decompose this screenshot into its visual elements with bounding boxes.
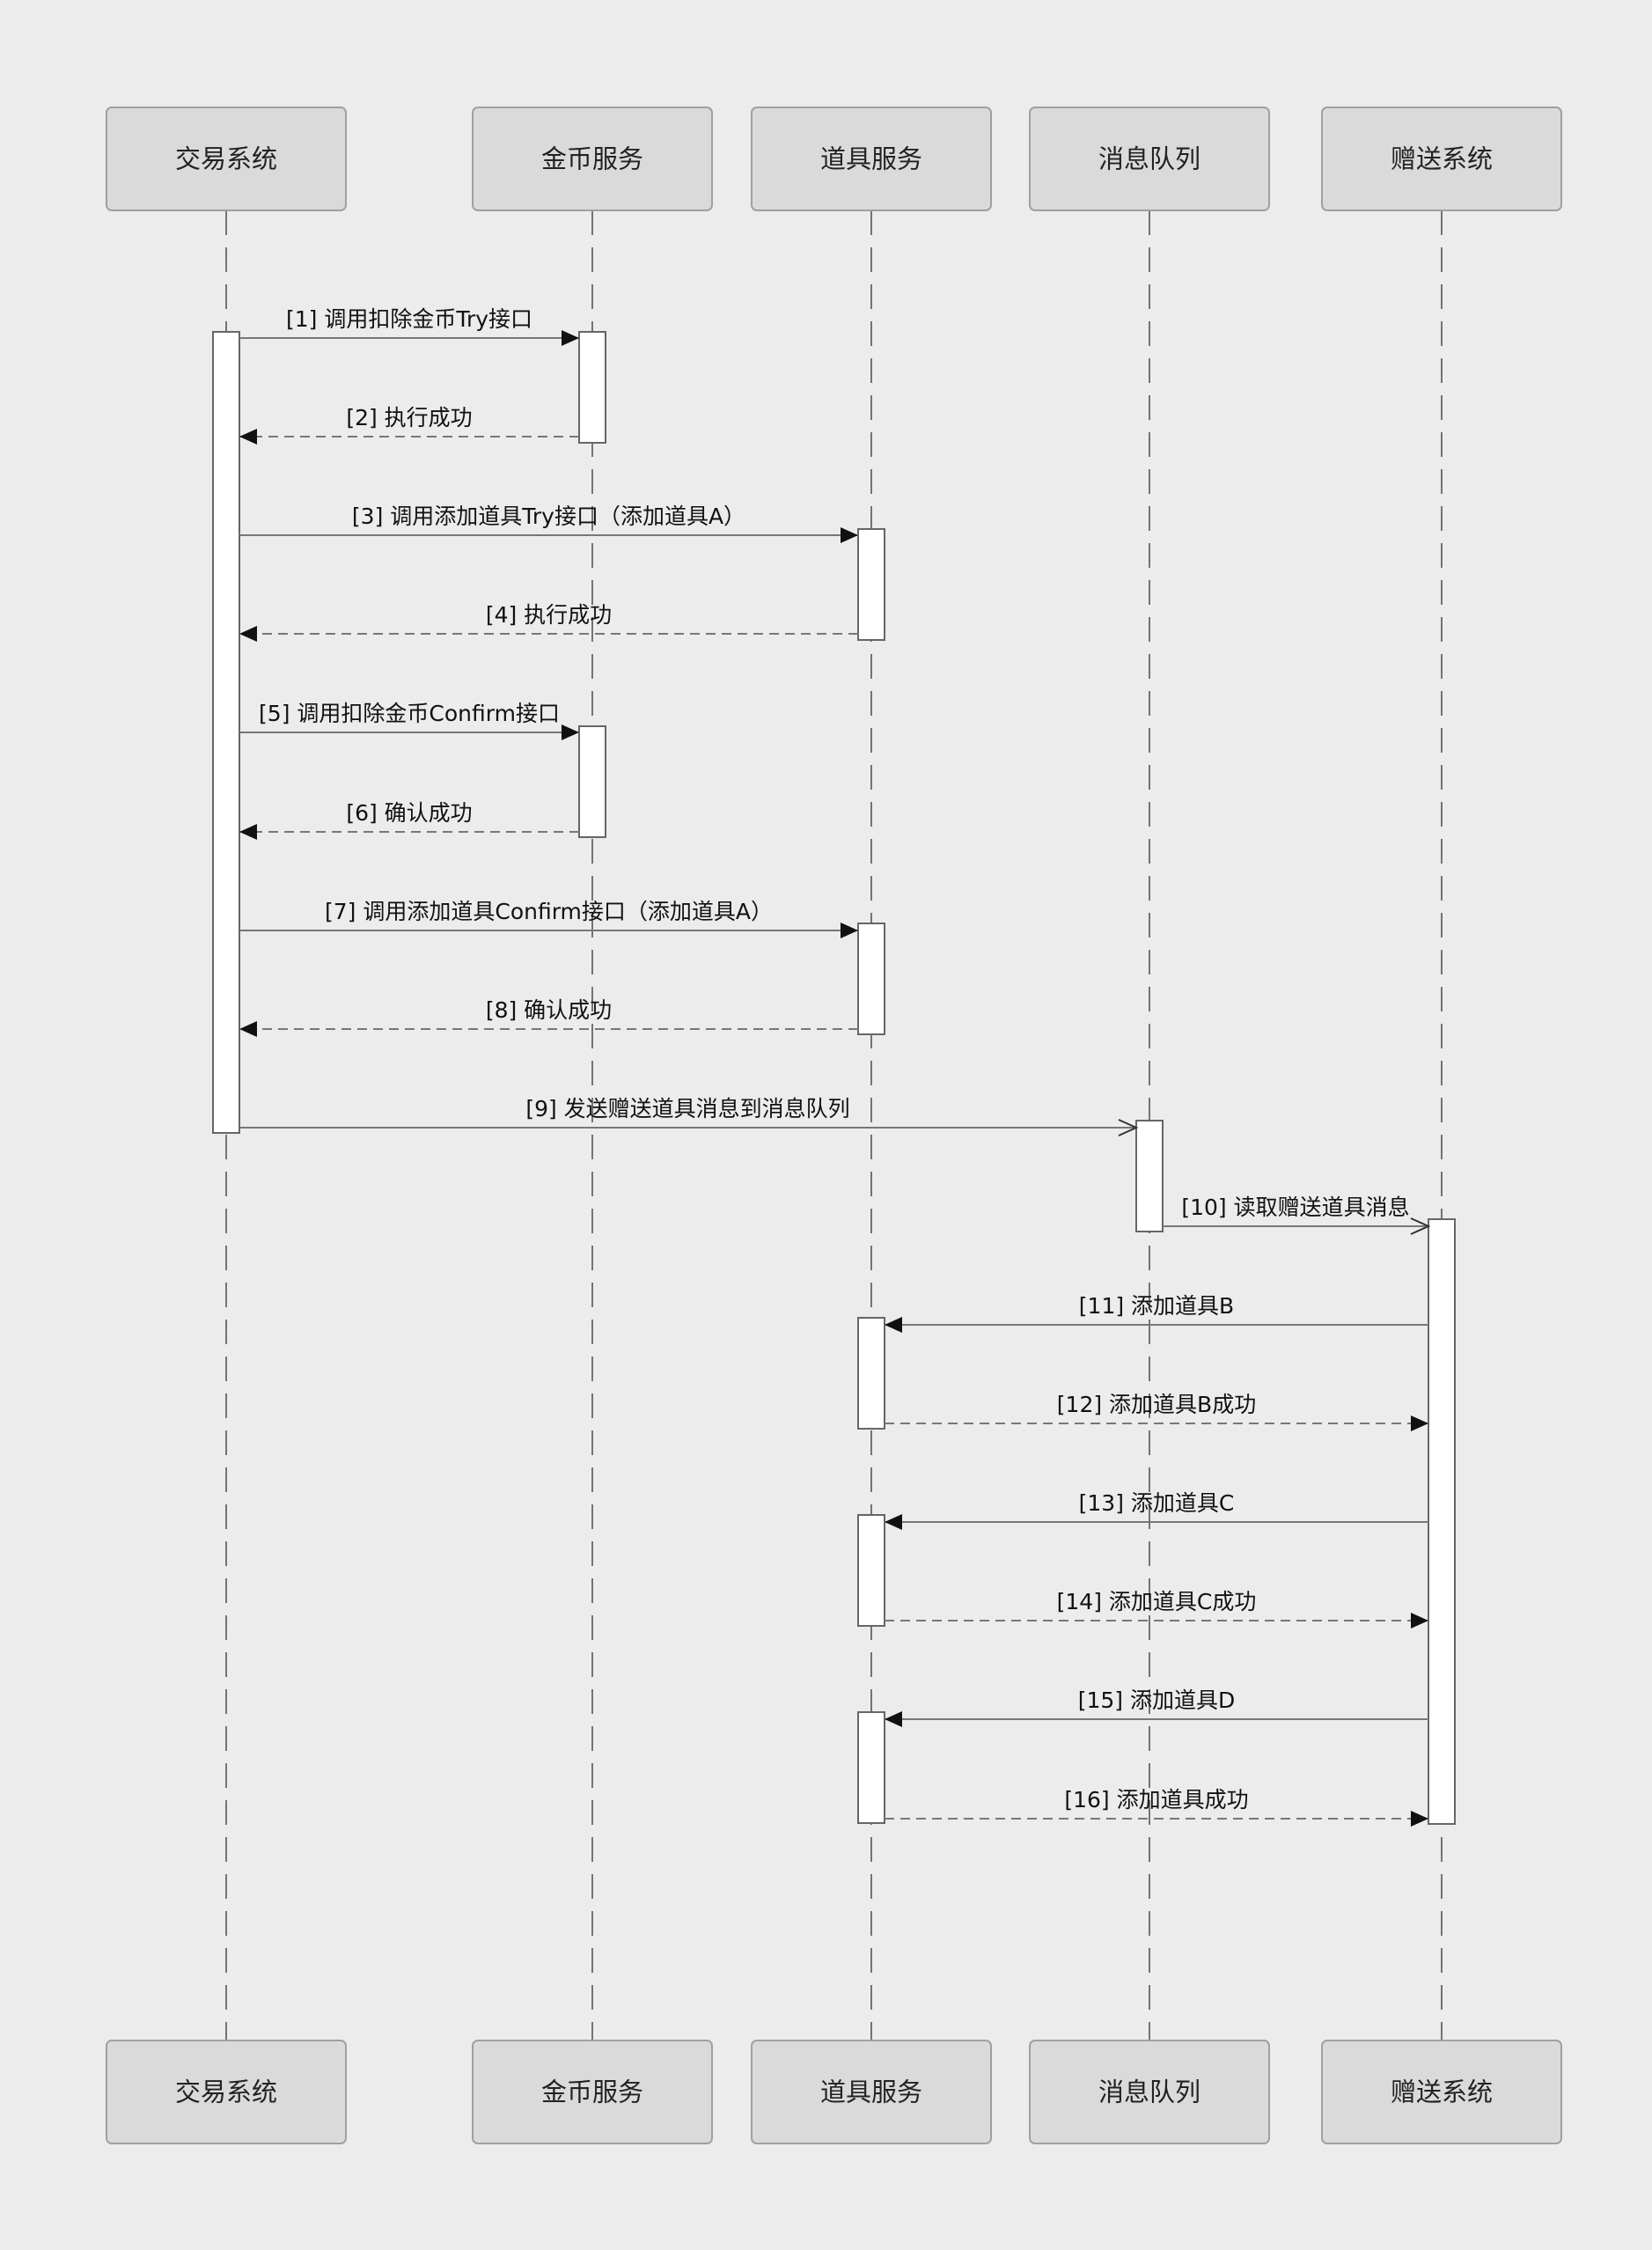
arrowhead [239, 626, 257, 642]
activation-bar-item [857, 1317, 885, 1430]
message-7: [7] 调用添加道具Confirm接口（添加道具A） [239, 899, 858, 938]
activation-bar-item [857, 1514, 885, 1627]
participant-trade-top: 交易系统 [106, 107, 347, 211]
participant-box [1321, 2040, 1562, 2144]
message-label: [5] 调用扣除金币Confirm接口 [259, 701, 560, 726]
message-1: [1] 调用扣除金币Try接口 [239, 306, 579, 346]
arrowhead [239, 1021, 257, 1037]
participant-label: 交易系统 [175, 144, 277, 174]
participant-box [472, 2040, 713, 2144]
arrowhead [562, 724, 579, 740]
message-3: [3] 调用添加道具Try接口（添加道具A） [239, 504, 858, 543]
message-label: [15] 添加道具D [1078, 1688, 1236, 1713]
message-label: [16] 添加道具成功 [1064, 1787, 1248, 1812]
participant-label: 金币服务 [541, 2077, 643, 2107]
message-9: [9] 发送赠送道具消息到消息队列 [239, 1096, 1139, 1136]
participant-box [751, 107, 992, 211]
message-8: [8] 确认成功 [239, 997, 858, 1037]
participant-box [106, 107, 347, 211]
participant-gift-top: 赠送系统 [1321, 107, 1562, 211]
message-label: [4] 执行成功 [486, 602, 612, 628]
participant-mq-bottom: 消息队列 [1029, 2040, 1270, 2144]
arrowhead [239, 824, 257, 840]
participant-box [1029, 107, 1270, 211]
message-6: [6] 确认成功 [239, 800, 579, 840]
message-10: [10] 读取赠送道具消息 [1163, 1195, 1431, 1235]
participant-label: 金币服务 [541, 144, 643, 174]
message-14: [14] 添加道具C成功 [885, 1589, 1428, 1629]
message-2: [2] 执行成功 [239, 405, 579, 445]
message-5: [5] 调用扣除金币Confirm接口 [239, 701, 579, 740]
message-label: [13] 添加道具C [1079, 1490, 1235, 1516]
arrowhead [885, 1711, 902, 1727]
arrowhead [885, 1317, 902, 1333]
participant-box [106, 2040, 347, 2144]
message-label: [7] 调用添加道具Confirm接口（添加道具A） [325, 899, 773, 924]
participant-item-top: 道具服务 [751, 107, 992, 211]
message-label: [10] 读取赠送道具消息 [1181, 1195, 1409, 1220]
participant-box [751, 2040, 992, 2144]
arrowhead [885, 1514, 902, 1530]
participant-gift-bottom: 赠送系统 [1321, 2040, 1562, 2144]
activation-bar-coin [578, 725, 606, 838]
arrowhead [1411, 1415, 1428, 1431]
message-13: [13] 添加道具C [885, 1490, 1428, 1530]
participant-item-bottom: 道具服务 [751, 2040, 992, 2144]
message-label: [12] 添加道具B成功 [1057, 1392, 1256, 1417]
activation-bar-mq [1135, 1120, 1164, 1232]
participant-label: 消息队列 [1098, 2077, 1200, 2107]
message-label: [8] 确认成功 [486, 997, 612, 1023]
arrowhead [1411, 1613, 1428, 1629]
participant-coin-top: 金币服务 [472, 107, 713, 211]
participant-label: 交易系统 [175, 2077, 277, 2107]
activation-bar-gift [1428, 1218, 1456, 1825]
arrowhead [562, 330, 579, 346]
activation-bar-item [857, 923, 885, 1035]
message-label: [6] 确认成功 [346, 800, 472, 826]
arrowhead [1118, 1119, 1139, 1136]
activation-bar-item [857, 528, 885, 641]
message-label: [2] 执行成功 [346, 405, 472, 430]
activation-bar-coin [578, 331, 606, 444]
message-label: [1] 调用扣除金币Try接口 [286, 306, 532, 332]
message-label: [9] 发送赠送道具消息到消息队列 [525, 1096, 849, 1121]
arrowhead [841, 527, 858, 543]
activation-bar-item [857, 1711, 885, 1824]
participant-label: 赠送系统 [1391, 144, 1493, 174]
activation-bar-trade [212, 331, 240, 1134]
participant-label: 赠送系统 [1391, 2077, 1493, 2107]
message-4: [4] 执行成功 [239, 602, 858, 642]
arrowhead [239, 429, 257, 445]
message-label: [3] 调用添加道具Try接口（添加道具A） [352, 504, 745, 529]
participant-mq-top: 消息队列 [1029, 107, 1270, 211]
participant-label: 消息队列 [1098, 144, 1200, 174]
participant-box [1321, 107, 1562, 211]
arrowhead [1411, 1811, 1428, 1827]
message-15: [15] 添加道具D [885, 1688, 1428, 1727]
arrowhead [841, 923, 858, 938]
participant-label: 道具服务 [820, 144, 922, 174]
participant-coin-bottom: 金币服务 [472, 2040, 713, 2144]
arrowhead [1410, 1217, 1431, 1235]
message-12: [12] 添加道具B成功 [885, 1392, 1428, 1431]
message-16: [16] 添加道具成功 [885, 1787, 1428, 1827]
participant-box [472, 107, 713, 211]
participant-box [1029, 2040, 1270, 2144]
message-label: [11] 添加道具B [1079, 1293, 1234, 1319]
participant-trade-bottom: 交易系统 [106, 2040, 347, 2144]
message-label: [14] 添加道具C成功 [1057, 1589, 1257, 1614]
participant-label: 道具服务 [820, 2077, 922, 2107]
message-11: [11] 添加道具B [885, 1293, 1428, 1333]
